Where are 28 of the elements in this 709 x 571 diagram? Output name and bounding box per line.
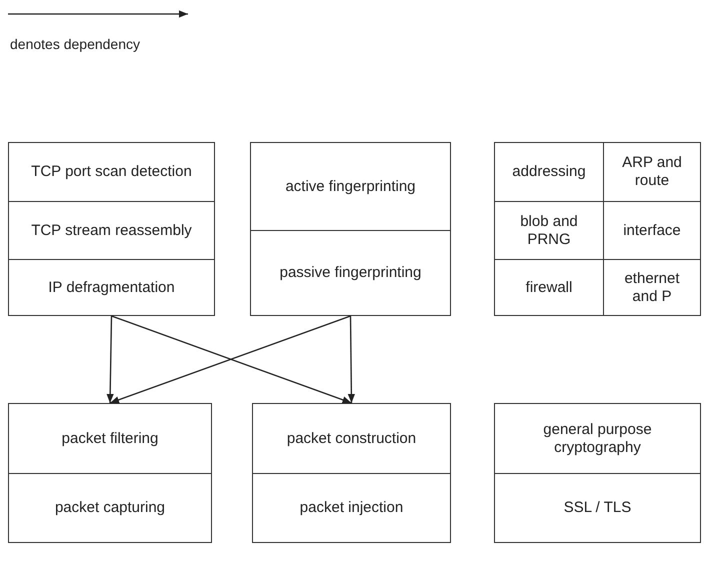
component-label: blob and PRNG bbox=[519, 212, 579, 248]
library-box bbox=[8, 142, 215, 316]
library-box bbox=[494, 403, 701, 543]
component-label: packet capturing bbox=[54, 499, 166, 517]
legend-text: denotes dependency bbox=[10, 36, 140, 52]
library-box bbox=[494, 142, 701, 316]
component-label: TCP port scan detection bbox=[31, 163, 192, 181]
component-label: interface bbox=[623, 222, 681, 240]
component-cell bbox=[603, 201, 700, 259]
dependency-arrow bbox=[348, 316, 356, 403]
component-label: ethernet and P bbox=[623, 270, 681, 306]
component-label: SSL / TLS bbox=[564, 499, 632, 517]
library-box bbox=[8, 403, 212, 543]
component-label: general purpose cryptography bbox=[542, 420, 653, 456]
component-label: addressing bbox=[512, 163, 586, 181]
component-label: packet injection bbox=[300, 499, 404, 517]
component-label: packet construction bbox=[286, 430, 416, 448]
component-label: active fingerprinting bbox=[285, 178, 416, 196]
component-label: packet filtering bbox=[62, 430, 158, 448]
component-label: passive fingerprinting bbox=[280, 264, 422, 282]
component-label: IP defragmentation bbox=[48, 278, 175, 296]
library-box bbox=[252, 403, 451, 543]
component-cell bbox=[603, 259, 700, 315]
component-label: firewall bbox=[526, 278, 572, 296]
component-label: ARP and route bbox=[621, 154, 683, 190]
component-label: TCP stream reassembly bbox=[31, 222, 192, 240]
library-box bbox=[250, 142, 451, 316]
dependency-arrow bbox=[106, 316, 114, 404]
